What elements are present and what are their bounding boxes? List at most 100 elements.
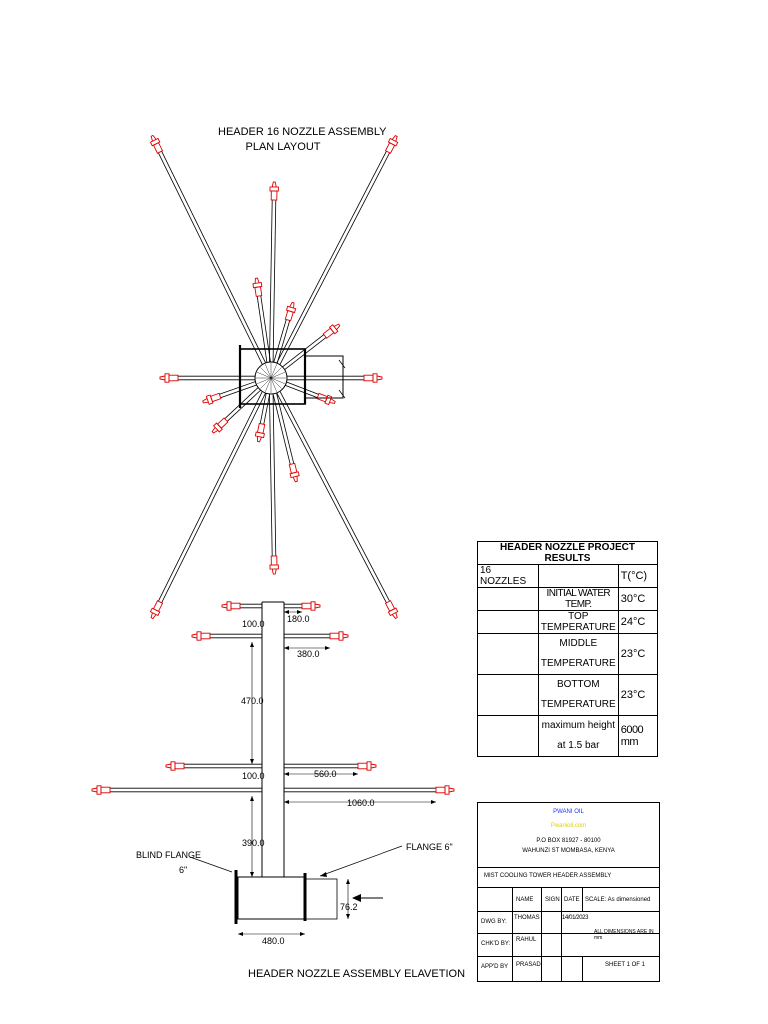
nozzle-body [270, 190, 278, 201]
pipe-arm [252, 277, 271, 363]
nozzle-tip [159, 375, 166, 381]
dwg-by-label: DWG BY: [481, 919, 507, 925]
cell [477, 715, 539, 757]
divider [541, 887, 542, 981]
pipe-arm [221, 601, 262, 611]
dim-arrow [346, 879, 350, 884]
nozzle-tip [254, 277, 260, 284]
table-row: 16 NOZZLES T(°C) [477, 564, 659, 588]
nozzle [149, 134, 164, 154]
pipe-wall [272, 200, 277, 363]
hub-spoke [270, 377, 282, 389]
break-mark [338, 359, 346, 369]
hub-spoke [270, 367, 282, 379]
nozzle-body [254, 286, 263, 297]
nozzle-collar [328, 324, 339, 335]
nozzle-collar [252, 282, 263, 289]
cell [477, 633, 539, 675]
nozzle-tip [370, 763, 377, 769]
dim-76: 76.2 [340, 902, 358, 912]
plan-title-line1: HEADER 16 NOZZLE ASSEMBLY [218, 126, 387, 138]
pipe-arm [202, 381, 257, 405]
pipe-wall [276, 320, 291, 364]
nozzle-tip [329, 398, 336, 404]
nozzle-tip [221, 603, 228, 609]
nozzle [284, 301, 297, 322]
nozzle-body [357, 762, 368, 770]
pipe-arm [284, 601, 321, 611]
pipe-wall [269, 394, 273, 557]
dim-560: 560.0 [314, 769, 337, 779]
nozzle-collar [212, 422, 223, 433]
nozzle-body [270, 555, 278, 566]
dim-arrow [353, 772, 358, 776]
nozzle [363, 373, 383, 383]
nozzle-collar [96, 785, 102, 795]
pipe-wall [263, 393, 271, 425]
dim-390-line [250, 796, 254, 877]
nozzle-collar [387, 137, 399, 147]
nozzle-tip [150, 612, 157, 620]
table-row: MIDDLE TEMPERATURE 23°C [477, 633, 659, 675]
dim-arrow [325, 646, 330, 650]
flange-label: FLANGE 6" [406, 842, 453, 852]
col-sign: SIGN [545, 897, 560, 903]
nozzle-tip [391, 134, 398, 142]
nozzle-collar [170, 761, 176, 771]
dim-100-top: 100.0 [242, 619, 265, 629]
nozzle-tip [314, 603, 321, 609]
cell: 6000 mm [617, 715, 659, 757]
divider [478, 911, 659, 912]
pipe-arm [287, 373, 383, 383]
nozzle-tip [342, 633, 349, 639]
nozzle-body [329, 632, 340, 640]
divider [582, 956, 583, 981]
nozzle-collar [372, 373, 378, 383]
title-block: PWANI OIL Pwanioil.com P.O BOX 81927 - 8… [477, 802, 660, 982]
nozzle-body [322, 327, 335, 339]
nozzle-body [435, 786, 446, 794]
dim-470-line [250, 642, 254, 764]
nozzle [384, 134, 399, 154]
pipe-wall [284, 337, 327, 370]
plan-layout-title: HEADER 16 NOZZLE ASSEMBLY PLAN LAYOUT [218, 125, 387, 155]
pipe-wall [279, 391, 390, 602]
pipe-wall [279, 152, 390, 365]
pipe-wall [273, 319, 287, 363]
nozzle [357, 761, 377, 771]
divider [478, 956, 659, 957]
address: WAHUNZI ST MOMBASA, KENYA [522, 848, 615, 854]
dim-100-mid: 100.0 [242, 771, 265, 781]
pipe-wall [285, 385, 318, 399]
nozzle-body [216, 417, 229, 429]
hub-spoke [270, 372, 285, 379]
nozzle [329, 631, 349, 641]
nozzle-collar [285, 305, 297, 314]
dim-arrow [238, 932, 243, 936]
nozzle-collar [289, 471, 300, 479]
dim-180: 180.0 [287, 614, 310, 624]
leader-arrow [320, 872, 327, 877]
dim-arrow [284, 772, 289, 776]
pipe-wall [220, 384, 257, 399]
company-email: Pwanioil.com [550, 823, 587, 829]
pipe-arm [284, 785, 455, 795]
nozzle [288, 462, 300, 483]
results-header-row: HEADER NOZZLE PROJECT RESULTS [477, 541, 658, 565]
hub-spoke [265, 364, 272, 379]
nozzle-collar [387, 607, 399, 617]
pipe-wall [158, 391, 263, 602]
cell: 16 NOZZLES [477, 564, 539, 588]
cell: 30°C [617, 587, 659, 611]
dim-arrow [284, 610, 289, 614]
nozzle-collar [196, 631, 202, 641]
cell: maximum height at 1.5 bar [537, 715, 619, 757]
dim-arrow [250, 796, 254, 801]
nozzle [211, 417, 229, 434]
pipe-arm [165, 761, 262, 771]
dim-arrow [250, 642, 254, 647]
chkd-by-name: RAHUL [516, 937, 537, 943]
nozzle [322, 323, 341, 339]
table-row: BOTTOM TEMPERATURE 23°C [477, 674, 659, 716]
